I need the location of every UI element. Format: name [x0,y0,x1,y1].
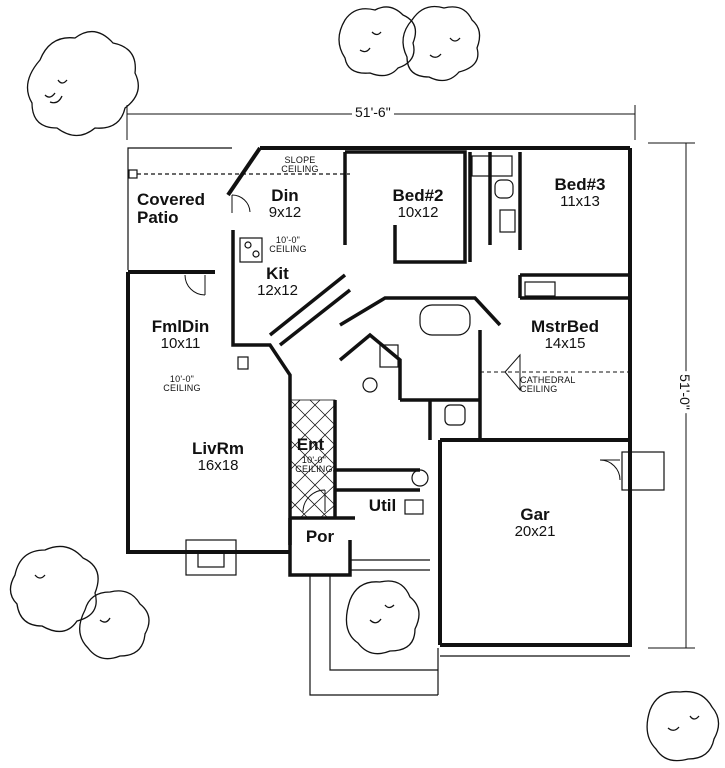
room-name: FmlDin [151,317,210,336]
room-size: 16x18 [197,456,239,474]
tree-top-center [338,6,417,77]
room-size: 9x12 [268,203,302,221]
room-bed2: Bed#2 10x12 [383,187,453,221]
room-name: Por [305,527,335,546]
dimension-depth: 51'-0" [676,371,693,413]
note-line: CATHEDRAL [520,375,576,385]
room-size: 12x12 [257,281,298,299]
note-line: CEILING [281,164,319,175]
note-line: CEILING [269,244,307,255]
room-kit: Kit 12x12 [255,265,300,299]
room-livrm: LivRm 16x18 [183,440,253,474]
tree-bottom-right [646,690,720,762]
note-line: 10'-0" [301,455,327,465]
note-line: CEILING [295,464,333,475]
note-kit-ceiling: 10'-0" CEILING [266,235,310,255]
room-name: Util [368,496,397,515]
room-fmldin: FmlDin 10x11 [148,318,213,352]
room-util: Util [360,497,405,515]
note-line: CEILING [520,384,558,395]
fixtures [185,155,556,576]
tree-top-right [402,5,481,82]
note-line: 10'-0" [275,235,301,245]
note-line: CEILING [163,383,201,394]
site-lines [309,559,630,696]
room-name: Bed#2 [392,186,444,205]
note-cathedral-ceiling: CATHEDRAL CEILING [520,375,590,395]
room-name: Ent [296,435,325,454]
room-size: 10x11 [160,334,201,352]
tree-bottom-left [9,545,150,660]
room-name: Kit [266,264,289,283]
room-size: 10x12 [397,203,439,221]
room-mstrbed: MstrBed 14x15 [525,318,605,352]
room-covered-patio: Covered Patio [137,191,205,227]
cathedral-ceiling-line [480,353,630,392]
room-name: Patio [137,207,179,227]
room-size: 11x13 [560,192,600,210]
dimension-width: 51'-6" [352,104,394,120]
room-name: Din [271,186,299,205]
room-name: Covered [137,190,206,209]
room-name: LivRm [192,439,244,458]
note-fmldin-ceiling: 10'-0" CEILING [157,374,207,394]
room-ent: Ent [293,436,328,454]
room-din: Din 9x12 [265,187,305,221]
note-line: SLOPE [284,155,316,165]
door-swings [184,194,665,513]
tree-top-left [26,31,139,137]
room-name: Gar [520,505,550,524]
room-size: 20x21 [514,522,556,540]
room-por: Por [300,528,340,546]
room-bed3: Bed#3 11x13 [545,176,615,210]
room-size: 14x15 [544,334,586,352]
room-name: Bed#3 [554,175,606,194]
note-slope-ceiling: SLOPE CEILING [275,155,325,175]
covered-patio-outline [127,147,350,270]
room-gar: Gar 20x21 [500,506,570,540]
room-name: MstrBed [530,317,599,336]
entry-tile-hatch [289,399,336,519]
note-ent-ceiling: 10'-0" CEILING [294,455,334,475]
interior-walls [231,150,630,577]
note-line: 10'-0" [169,374,195,384]
tree-bottom-center [345,580,420,655]
